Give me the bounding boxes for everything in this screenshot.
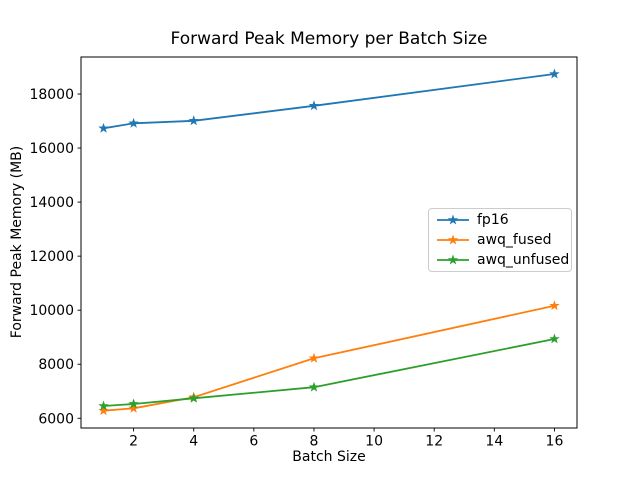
x-tick-label: 12 [425, 434, 443, 450]
plot-border [80, 56, 578, 429]
data-point-fp16 [128, 117, 139, 128]
legend-entry-awq-unfused: awq_unfused [436, 251, 571, 269]
series-line-awq_unfused [102, 338, 556, 407]
data-point-awq_fused [308, 352, 320, 363]
y-tick-label: 8000 [38, 357, 74, 373]
y-tick-label: 12000 [29, 249, 74, 265]
x-tick-label: 4 [189, 434, 198, 450]
data-point-awq_unfused [188, 392, 199, 403]
y-tick-label: 14000 [29, 195, 74, 211]
legend-label-awq-fused: awq_fused [477, 232, 552, 248]
legend-entry-awq-fused: awq_fused [436, 231, 571, 249]
data-point-fp16 [549, 68, 560, 79]
legend-marker-sample [447, 214, 459, 225]
legend-marker-sample [447, 254, 459, 265]
legend-label-fp16: fp16 [477, 212, 509, 228]
data-point-awq_fused [549, 300, 560, 311]
legend-marker-sample [447, 234, 459, 245]
legend-sample-awq-unfused [437, 254, 469, 265]
data-point-awq_unfused [98, 400, 109, 411]
data-point-awq_unfused [308, 381, 320, 392]
series-line-fp16 [102, 73, 556, 130]
data-point-awq_fused [128, 402, 139, 413]
x-tick-label: 2 [129, 434, 138, 450]
y-tick-label: 16000 [29, 141, 74, 157]
data-point-awq_fused [98, 405, 109, 416]
legend: fp16 awq_fused awq_unfused [428, 208, 572, 272]
data-point-fp16 [188, 115, 199, 126]
data-point-awq_unfused [128, 398, 139, 409]
y-tick-label: 18000 [29, 87, 74, 103]
x-axis-label: Batch Size [292, 449, 366, 465]
y-tick-label: 10000 [29, 303, 74, 319]
x-tick-label: 14 [485, 434, 503, 450]
legend-sample-awq-fused [437, 234, 469, 245]
data-point-awq_unfused [549, 333, 560, 344]
legend-sample-fp16 [437, 214, 469, 225]
x-tick-label: 6 [249, 434, 258, 450]
chart-title: Forward Peak Memory per Batch Size [170, 29, 488, 49]
data-point-fp16 [308, 100, 320, 111]
y-tick-label: 6000 [38, 411, 74, 427]
x-tick-label: 8 [310, 434, 319, 450]
legend-entry-fp16: fp16 [436, 211, 571, 229]
series-line-awq_fused [102, 304, 556, 412]
x-tick-label: 16 [546, 434, 564, 450]
x-tick-label: 10 [365, 434, 383, 450]
data-point-fp16 [98, 122, 109, 133]
legend-label-awq-unfused: awq_unfused [477, 252, 570, 268]
